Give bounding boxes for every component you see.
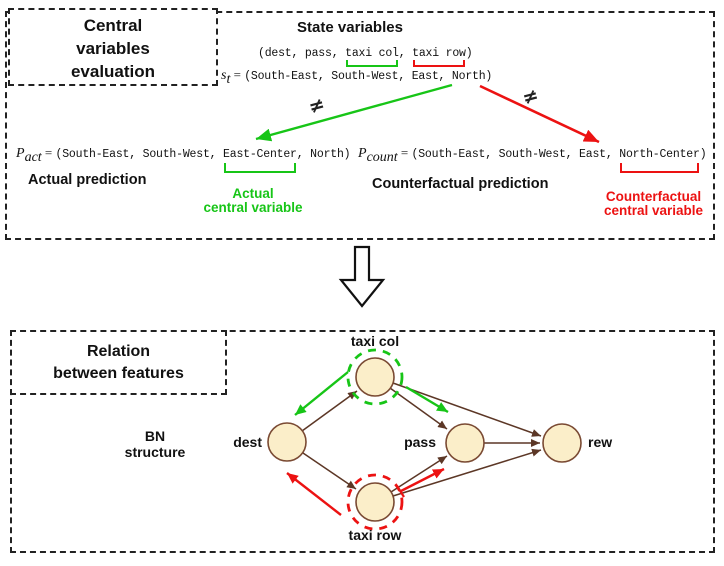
counterfactual-central-bracket [620,163,699,173]
state-tuple-actual-var: taxi col [345,47,399,60]
actual-var-bracket [346,60,398,67]
node-label-dest: dest [233,434,262,450]
bottom-panel-title-line1: Relation [86,343,151,360]
counterfactual-central-caption-line1: Counterfactual [605,189,702,204]
actual-central-caption-line2: central variable [203,200,303,215]
p-act-var: P [16,146,25,161]
top-panel-title-box: Central variables evaluation [8,8,218,86]
s-tuple: (South-East, South-West, East, North) [244,70,493,83]
bn-structure-line1: BN [144,428,166,444]
counterfactual-central-caption-line2: central variable [603,203,704,218]
p-count-suffix: ) [699,148,707,161]
top-panel-title-line3: evaluation [70,62,156,81]
actual-prediction-equation: Pact = (South-East, South-West, East-Cen… [16,144,351,173]
state-tuple-suffix: ) [465,47,473,60]
actual-central-value: East-Center [223,148,297,161]
counterfactual-prediction-equation: Pcount = (South-East, South-West, East, … [358,144,707,173]
state-tuple-prefix: (dest, pass, [258,47,346,60]
top-panel-title-line1: Central [83,16,143,35]
bottom-panel-title-box: Relation between features [10,330,227,395]
state-equation: st = (South-East, South-West, East, Nort… [221,66,492,88]
p-act-sub: act [24,150,42,166]
actual-prediction-label: Actual prediction [28,172,147,188]
p-act-equals: = [41,145,56,160]
s-var: s [221,68,227,83]
p-act-suffix: , North) [296,148,351,161]
counterfactual-central-value: North-Center [619,148,700,161]
counterfactual-central-variable-caption: Counterfactual central variable [566,190,724,218]
counterfactual-var-bracket [413,60,465,67]
node-label-taxi-row: taxi row [348,527,402,543]
state-tuple-counterfactual-var: taxi row [412,47,466,60]
s-equals: = [230,67,245,82]
actual-central-variable-caption: Actual central variable [173,187,333,215]
actual-central-bracket [224,163,296,173]
node-label-taxi-col: taxi col [350,333,400,349]
bn-structure-label: BN structure [103,428,207,460]
central-variables-evaluation-panel [5,11,715,240]
p-count-sub: count [366,150,398,166]
bn-structure-line2: structure [124,444,186,460]
top-panel-title-line2: variables [76,39,150,58]
node-label-pass: pass [404,434,436,450]
p-count-equals: = [397,145,412,160]
p-count-prefix: (South-East, South-West, East, [411,148,620,161]
actual-central-caption-line1: Actual [232,186,274,201]
relation-between-features-panel [10,330,715,553]
state-variables-tuple: (dest, pass, taxi col, taxi row) [258,47,473,67]
bottom-panel-title-line2: between features [53,365,184,382]
state-variables-heading: State variables [297,19,403,36]
p-count-var: P [358,146,367,161]
node-label-rew: rew [588,434,613,450]
p-act-prefix: (South-East, South-West, [55,148,224,161]
panel-transition-down-arrow [338,245,386,308]
state-tuple-separator: , [398,47,413,60]
counterfactual-prediction-label: Counterfactual prediction [372,176,549,192]
s-sub: t [226,72,231,88]
